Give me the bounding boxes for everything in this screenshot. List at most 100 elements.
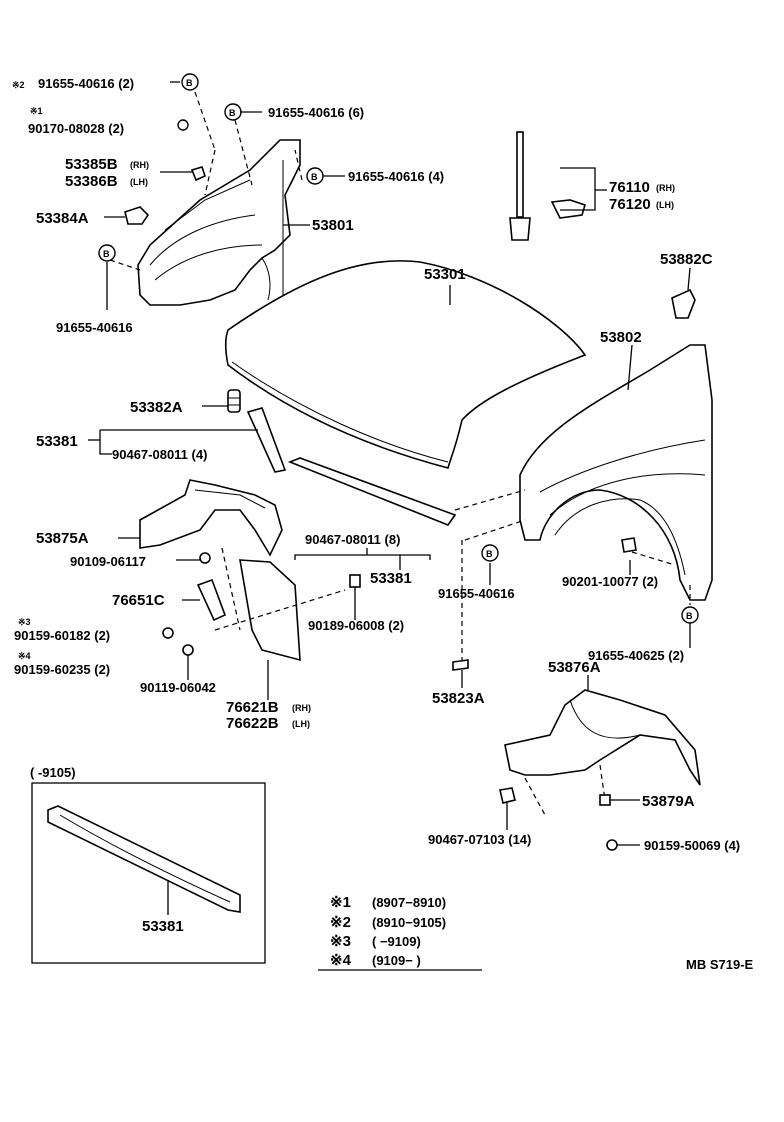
label-91655-40616-2: 91655-40616 (2) bbox=[38, 76, 134, 91]
part-53823a-shape bbox=[452, 659, 469, 671]
label-91655-40616-6: 91655-40616 (6) bbox=[268, 105, 364, 120]
label-53823a: 53823A bbox=[432, 690, 485, 707]
part-53384a-shape bbox=[124, 206, 150, 225]
svg-text:B: B bbox=[686, 611, 693, 621]
note-mark-1: ※1 bbox=[30, 106, 43, 116]
label-53384a: 53384A bbox=[36, 210, 89, 227]
inset-range: ( -9105) bbox=[30, 765, 76, 780]
footnote-2: ※2 (8910−9105) bbox=[330, 914, 446, 931]
label-53386b: 53386B bbox=[65, 173, 118, 190]
label-91655-40616-left: 91655-40616 bbox=[56, 320, 133, 335]
label-53381-b: 53381 bbox=[370, 570, 412, 587]
part-90201-shape bbox=[621, 537, 637, 553]
screw-90119-icon bbox=[182, 644, 194, 656]
note-mark-3: ※3 bbox=[18, 617, 31, 627]
label-76651c: 76651C bbox=[112, 592, 165, 609]
mudguard-76621b bbox=[239, 559, 301, 662]
svg-text:(8910−9105): (8910−9105) bbox=[372, 915, 446, 930]
svg-text:※2: ※2 bbox=[330, 914, 351, 931]
note-mark-4: ※4 bbox=[18, 651, 31, 661]
right-fender-53802 bbox=[519, 344, 713, 601]
screw-90159-182-icon bbox=[162, 627, 174, 639]
label-91655-40616-4: 91655-40616 (4) bbox=[348, 169, 444, 184]
label-76621b: 76621B bbox=[226, 699, 279, 716]
svg-text:B: B bbox=[311, 172, 318, 182]
label-76110-suffix: (RH) bbox=[656, 183, 675, 193]
label-53386b-suffix: (LH) bbox=[130, 177, 148, 187]
bumper-53382a bbox=[227, 389, 241, 413]
label-53882c: 53882C bbox=[660, 251, 713, 268]
footnote-4: ※4 (9109− ) bbox=[330, 952, 421, 969]
label-53381-inset: 53381 bbox=[142, 918, 184, 935]
svg-text:※3: ※3 bbox=[330, 933, 351, 950]
label-53801: 53801 bbox=[312, 217, 354, 234]
footnote-3: ※3 ( −9109) bbox=[330, 933, 421, 950]
label-90467-07103: 90467-07103 (14) bbox=[428, 832, 531, 847]
screw-90159-069-icon bbox=[606, 839, 618, 851]
clip-90109-icon bbox=[199, 552, 211, 564]
antenna-76110 bbox=[509, 131, 586, 241]
svg-text:(9109− ): (9109− ) bbox=[372, 953, 421, 968]
label-76120: 76120 bbox=[609, 196, 651, 213]
bolt-b-icon-4: B bbox=[98, 244, 116, 262]
label-53301: 53301 bbox=[424, 266, 466, 283]
bolt-b-icon-2: B bbox=[224, 103, 242, 121]
bolt-b-icon-3: B bbox=[306, 167, 324, 185]
clip-90467-icon bbox=[499, 787, 516, 804]
label-90467-08011-8: 90467-08011 (8) bbox=[305, 532, 400, 547]
footnote-1: ※1 (8907−8910) bbox=[330, 894, 446, 911]
label-76622b-suffix: (LH) bbox=[292, 719, 310, 729]
label-90159-60182: 90159-60182 (2) bbox=[14, 628, 110, 643]
note-mark-2: ※2 bbox=[12, 80, 25, 90]
label-53879a: 53879A bbox=[642, 793, 695, 810]
label-90159-50069: 90159-50069 (4) bbox=[644, 838, 740, 853]
label-90159-60235: 90159-60235 (2) bbox=[14, 662, 110, 677]
label-76622b: 76622B bbox=[226, 715, 279, 732]
label-90119-06042: 90119-06042 bbox=[140, 680, 216, 695]
label-90201-10077: 90201-10077 (2) bbox=[562, 574, 658, 589]
clip-90189-icon bbox=[349, 574, 361, 588]
left-fender-53801 bbox=[137, 139, 301, 306]
label-76110: 76110 bbox=[609, 179, 650, 196]
label-53802: 53802 bbox=[600, 329, 642, 346]
clip-53879a-icon bbox=[599, 794, 611, 806]
label-53875a: 53875A bbox=[36, 530, 89, 547]
bolt-b-icon-5: B bbox=[481, 544, 499, 562]
label-53385b: 53385B bbox=[65, 156, 118, 173]
label-76120-suffix: (LH) bbox=[656, 200, 674, 210]
svg-text:(8907−8910): (8907−8910) bbox=[372, 895, 446, 910]
part-53385b-shape bbox=[190, 166, 206, 182]
seal-53381-left bbox=[246, 407, 287, 473]
label-76621b-suffix: (RH) bbox=[292, 703, 311, 713]
diagram-code: MB S719-E bbox=[686, 957, 754, 972]
bolt-b-icon-1: B bbox=[181, 73, 199, 91]
shield-53876a bbox=[504, 689, 701, 786]
seal-53381-right bbox=[287, 457, 457, 526]
hood-53301 bbox=[224, 260, 587, 469]
svg-text:B: B bbox=[103, 249, 110, 259]
clip-90170-icon bbox=[177, 119, 189, 131]
label-53382a: 53382A bbox=[130, 399, 183, 416]
label-53876a: 53876A bbox=[548, 659, 601, 676]
part-76651c-shape bbox=[196, 578, 227, 622]
svg-text:※1: ※1 bbox=[330, 894, 351, 911]
label-91655-40616-mid: 91655-40616 bbox=[438, 586, 515, 601]
part-53882c-shape bbox=[671, 288, 696, 319]
label-90170-08028: 90170-08028 (2) bbox=[28, 121, 124, 136]
label-53381-a: 53381 bbox=[36, 433, 78, 450]
label-90189-06008: 90189-06008 (2) bbox=[308, 618, 404, 633]
shield-53875a bbox=[139, 479, 283, 557]
label-90109-06117: 90109-06117 bbox=[70, 554, 146, 569]
svg-text:※4: ※4 bbox=[330, 952, 352, 969]
svg-text:( −9109): ( −9109) bbox=[372, 934, 421, 949]
seal-53381-inset bbox=[47, 805, 241, 913]
bolt-b-icon-6: B bbox=[681, 606, 699, 624]
svg-text:B: B bbox=[229, 108, 236, 118]
label-90467-08011-4: 90467-08011 (4) bbox=[112, 447, 207, 462]
svg-text:B: B bbox=[186, 78, 193, 88]
inset-box bbox=[31, 782, 266, 964]
svg-text:B: B bbox=[486, 549, 493, 559]
label-53385b-suffix: (RH) bbox=[130, 160, 149, 170]
label-91655-40625: 91655-40625 (2) bbox=[588, 648, 684, 663]
